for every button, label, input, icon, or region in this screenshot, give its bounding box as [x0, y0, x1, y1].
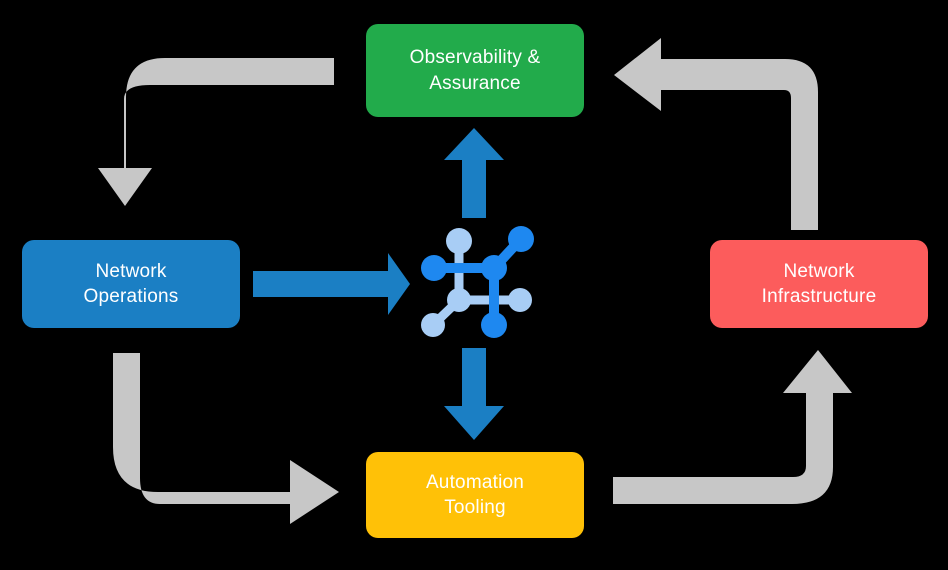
arrow-operations-to-center: [253, 253, 410, 315]
network-icon-dark-nodes: [421, 226, 534, 338]
node-infrastructure-label: Network Infrastructure: [761, 260, 877, 307]
network-icon-light-nodes: [421, 228, 532, 337]
node-network-infrastructure[interactable]: Network Infrastructure: [710, 240, 928, 328]
node-network-operations[interactable]: Network Operations: [22, 240, 240, 328]
node-automation-tooling[interactable]: Automation Tooling: [366, 452, 584, 538]
arrow-infrastructure-to-observability: [614, 38, 818, 230]
node-automation-label: Automation Tooling: [425, 471, 525, 518]
arrow-center-to-observability: [444, 128, 504, 218]
arrow-operations-to-automation: [113, 353, 339, 524]
node-operations-label: Network Operations: [83, 260, 179, 307]
node-observability-assurance[interactable]: Observability & Assurance: [366, 24, 584, 117]
arrow-automation-to-infrastructure: [613, 350, 852, 504]
arrow-center-to-automation: [444, 348, 504, 440]
node-observability-label: Observability & Assurance: [409, 47, 541, 94]
arrow-observability-to-operations: [98, 58, 334, 206]
